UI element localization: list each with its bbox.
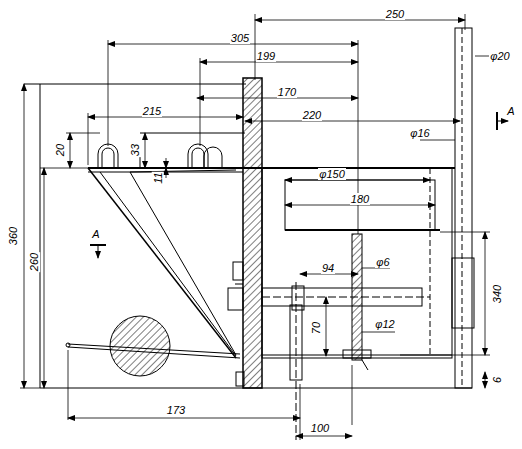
- dimension-label: φ16: [409, 127, 430, 139]
- dimension-label: 173: [166, 404, 186, 416]
- dimension-label: 360: [7, 226, 19, 246]
- dimension-label: 260: [28, 252, 40, 272]
- dimension-label: 33: [129, 143, 141, 157]
- dimension-label: 20: [54, 143, 66, 157]
- dimension-label: 215: [142, 105, 162, 117]
- dimension-label: A: [506, 105, 515, 117]
- dimension-label: 11: [152, 171, 164, 184]
- dimension-label: φ150: [318, 168, 346, 180]
- dimension-label: 94: [321, 262, 335, 274]
- dimension-label: φ12: [374, 318, 395, 330]
- dimension-label: A: [91, 228, 100, 240]
- dimension-label: 6: [491, 376, 503, 384]
- dimension-label: 250: [385, 8, 405, 20]
- dimension-label: 220: [302, 109, 322, 121]
- dimension-label: 305: [230, 32, 250, 44]
- dimension-label: 180: [350, 193, 370, 205]
- dimension-label: 340: [491, 284, 503, 304]
- dimension-label: φ6: [375, 256, 390, 268]
- dimension-label: 100: [310, 422, 330, 434]
- dimension-label: 199: [256, 50, 276, 62]
- dimension-label: 170: [277, 86, 297, 98]
- dimension-label: 70: [310, 321, 322, 335]
- dimension-label: φ20: [489, 50, 510, 62]
